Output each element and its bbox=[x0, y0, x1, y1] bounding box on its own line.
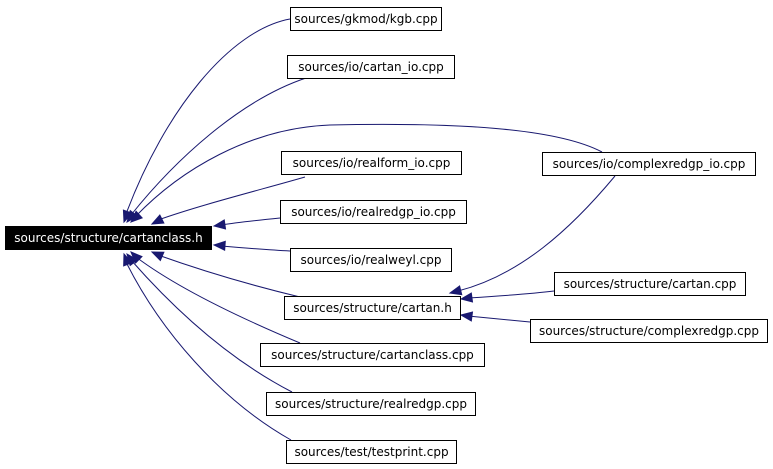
edge-complexredgp-io-line bbox=[134, 123, 603, 218]
edge-realweyl bbox=[212, 240, 291, 252]
edge-kgb-line bbox=[125, 18, 291, 215]
edge-complexredgp-io-arrowhead bbox=[130, 210, 144, 223]
edge-realredgp-io-line bbox=[220, 217, 281, 226]
node-cartan-h[interactable]: sources/structure/cartan.h bbox=[284, 296, 461, 320]
node-kgb-cpp[interactable]: sources/gkmod/kgb.cpp bbox=[290, 7, 442, 31]
edge-cartan-h bbox=[150, 251, 301, 298]
edge-cartan-h-line bbox=[157, 254, 301, 298]
edge-realredgp-io-arrowhead bbox=[212, 219, 227, 230]
edge-realform-io-line bbox=[157, 176, 306, 221]
edge-realweyl-arrowhead bbox=[212, 240, 226, 252]
edge-cartan-cpp-to-cartan-h bbox=[459, 290, 555, 303]
edge-complexredgp-io-to-cartan-h-line bbox=[457, 175, 616, 292]
edge-cartan-cpp-to-cartan-h-line bbox=[467, 290, 555, 299]
edge-complexredgp-io bbox=[130, 123, 603, 223]
edge-realredgp-cpp-line bbox=[130, 259, 293, 393]
edge-cartanclass-cpp bbox=[130, 251, 301, 344]
node-cartan-cpp[interactable]: sources/structure/cartan.cpp bbox=[554, 272, 746, 296]
edge-cartan-cpp-to-cartan-h-arrowhead bbox=[459, 292, 474, 303]
edge-complexredgp-io-to-cartan-h-arrowhead bbox=[448, 285, 463, 296]
edge-complexredgp-cpp-to-cartan-h-line bbox=[467, 315, 531, 323]
node-complexredgp-cpp[interactable]: sources/structure/complexredgp.cpp bbox=[530, 319, 768, 343]
edge-realweyl-line bbox=[220, 245, 291, 252]
edge-complexredgp-cpp-to-cartan-h bbox=[459, 311, 531, 323]
edge-kgb bbox=[122, 18, 291, 224]
node-complexredgp-io-cpp[interactable]: sources/io/complexredgp_io.cpp bbox=[542, 152, 756, 176]
node-realredgp-cpp[interactable]: sources/structure/realredgp.cpp bbox=[266, 392, 476, 416]
node-testprint-cpp[interactable]: sources/test/testprint.cpp bbox=[286, 440, 457, 464]
node-realweyl-cpp[interactable]: sources/io/realweyl.cpp bbox=[290, 248, 452, 272]
edge-complexredgp-cpp-to-cartan-h-arrowhead bbox=[459, 311, 474, 322]
edge-testprint-arrowhead bbox=[123, 252, 133, 267]
edge-complexredgp-io-to-cartan-h bbox=[448, 175, 616, 296]
node-cartanclass-h[interactable]: sources/structure/cartanclass.h bbox=[5, 226, 212, 250]
node-realredgp-io-cpp[interactable]: sources/io/realredgp_io.cpp bbox=[280, 200, 467, 224]
node-realform-io-cpp[interactable]: sources/io/realform_io.cpp bbox=[281, 151, 462, 175]
edge-testprint bbox=[123, 252, 292, 441]
edge-realredgp-io bbox=[212, 217, 281, 230]
edge-testprint-line bbox=[125, 261, 292, 441]
edge-cartanclass-cpp-line bbox=[135, 256, 301, 344]
edge-realform-io bbox=[150, 176, 306, 225]
edge-cartan-h-arrowhead bbox=[150, 251, 165, 262]
node-cartan-io-cpp[interactable]: sources/io/cartan_io.cpp bbox=[287, 55, 455, 79]
edge-realform-io-arrowhead bbox=[150, 214, 165, 225]
edge-cartan-io-line bbox=[130, 77, 307, 216]
edge-realredgp-cpp bbox=[126, 252, 293, 393]
node-cartanclass-cpp[interactable]: sources/structure/cartanclass.cpp bbox=[260, 343, 485, 367]
